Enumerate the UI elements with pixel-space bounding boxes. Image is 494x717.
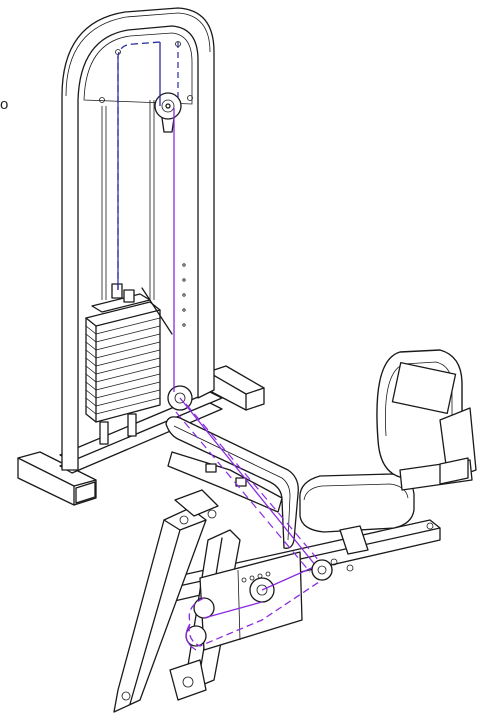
seat-cushion [299,473,415,533]
weight-stack [85,283,173,445]
rail-bolts [330,522,434,572]
cropped-label-fragment: o [0,96,9,113]
main-frame-tower [61,7,215,471]
back-pad [376,349,463,479]
handle-grip [167,451,283,513]
top-pulley [154,92,182,133]
front-lever-arm [113,489,219,713]
left-base-foot [17,451,97,506]
foot-plate [169,659,207,701]
lower-pulley-panel [185,551,303,651]
blue-cable [117,41,179,290]
back-pad-frame [399,407,477,491]
right-base-foot [207,365,265,411]
purple-cable [173,108,323,651]
seat-rail-pulley [311,559,333,581]
handle-bar [165,416,299,549]
